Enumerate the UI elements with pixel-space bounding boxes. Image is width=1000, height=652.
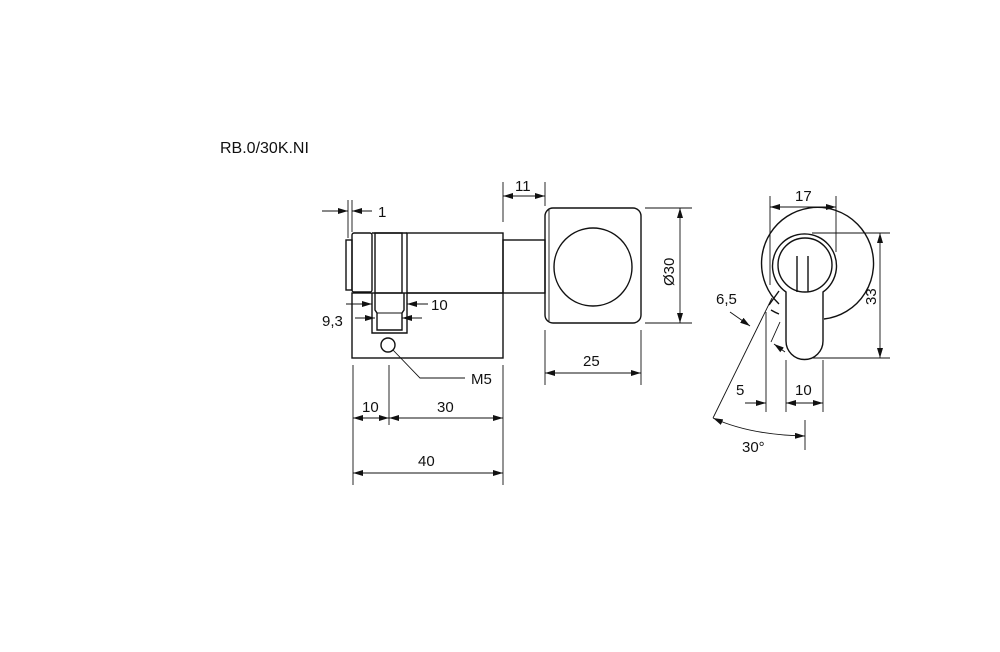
dim-25: 25 [583, 353, 600, 370]
label-m5: M5 [471, 371, 492, 388]
dim-1: 1 [378, 204, 386, 221]
dim-30: 30 [437, 399, 454, 416]
dim-angle-30: 30° [742, 439, 765, 456]
dim-10: 10 [362, 399, 379, 416]
dim-17: 17 [795, 188, 812, 205]
dim-11: 11 [515, 178, 531, 195]
m5-screw-hole [380, 337, 396, 353]
front-view-dimensions: 17 33 6,5 5 10 30° [712, 188, 890, 456]
thumb-knob [544, 207, 642, 324]
cylinder-front-view [760, 206, 875, 361]
dim-diameter-30: Ø30 [661, 258, 678, 286]
dim-10-profile: 10 [795, 382, 812, 399]
dim-40: 40 [418, 453, 435, 470]
dim-10-cam: 10 [431, 297, 448, 314]
dim-33: 33 [863, 288, 880, 305]
dim-9-3: 9,3 [322, 313, 343, 330]
knob-shaft [502, 239, 546, 294]
dim-6-5: 6,5 [716, 291, 737, 308]
dim-5: 5 [736, 382, 744, 399]
cylinder-side-view [345, 207, 642, 359]
side-view-dimensions: 1 11 Ø30 25 10 9,3 M5 10 30 40 [322, 178, 692, 485]
drawing-title: RB.0/30K.NI [220, 140, 309, 157]
